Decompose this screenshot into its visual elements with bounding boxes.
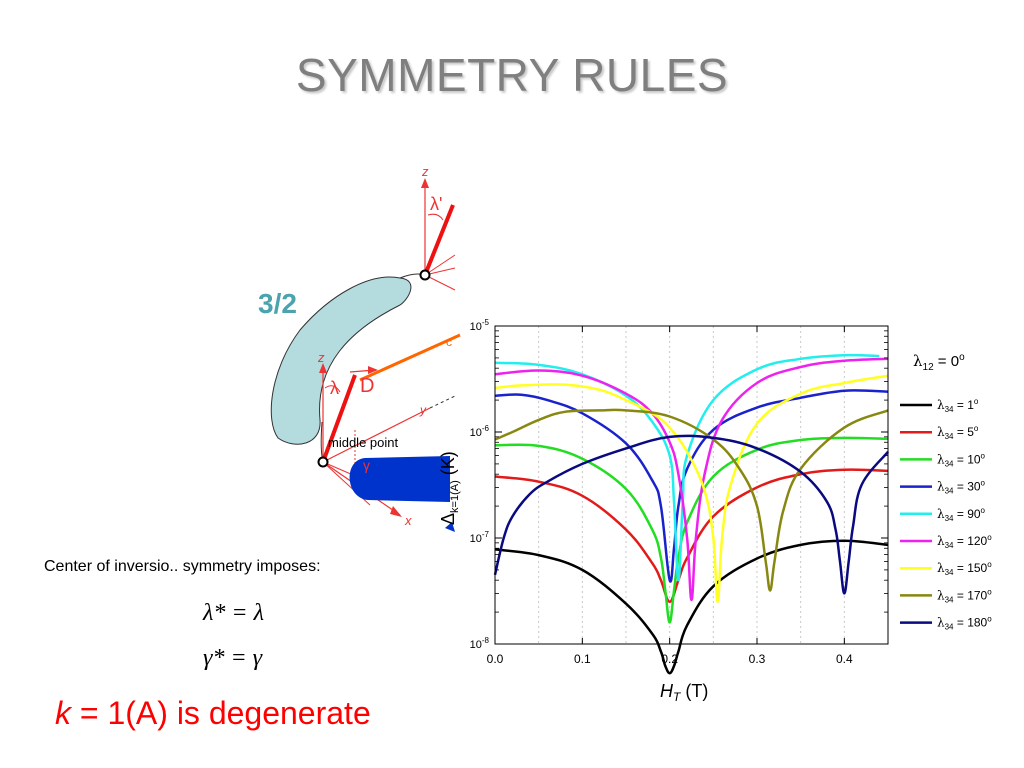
d-vector-arrowhead: [368, 366, 378, 374]
x-tick-label: 0.2: [661, 652, 678, 666]
legend-label: λ34 = 120o: [937, 533, 992, 550]
series-line: [493, 434, 889, 595]
axis-label-z-top: z: [421, 164, 429, 179]
x-axis-label: HT (T): [660, 681, 708, 704]
rod-dark: [349, 456, 450, 502]
degenerate-text: = 1(A) is degenerate: [71, 695, 371, 731]
legend-label: λ34 = 5o: [937, 424, 979, 441]
y-axis-label: Δk=1(A) (K): [438, 451, 461, 525]
top-frame-line: [424, 274, 456, 291]
vector-d-label: D: [360, 375, 374, 397]
top-angle-arc: [427, 213, 444, 221]
top-d-vector: [423, 204, 455, 276]
equation-gamma: γ* = γ: [203, 645, 263, 671]
gamma-label: γ: [363, 457, 370, 473]
series-line: [494, 468, 889, 604]
y-tick-label: 10-6: [470, 424, 490, 439]
top-pivot: [419, 269, 431, 281]
x-tick-label: 0.1: [574, 652, 591, 666]
legend-label: λ34 = 1o: [937, 397, 979, 414]
legend-header: λ12 = 0o: [913, 352, 965, 373]
series-line: [494, 408, 889, 592]
y-tick-label: 10-7: [470, 530, 490, 545]
legend-label: λ34 = 170o: [937, 587, 992, 604]
middle-z-arrowhead: [319, 363, 327, 373]
lambda-arc: [324, 385, 341, 393]
axis-label-x: x: [404, 513, 412, 528]
top-frame-line: [424, 254, 456, 276]
plot-frame: [494, 325, 889, 645]
axis-label-z: z: [317, 350, 325, 365]
top-frame: z λ': [421, 164, 456, 291]
y-tick-label: 10-5: [470, 318, 490, 333]
lambda-prime-label: λ': [430, 194, 442, 214]
legend: λ12 = 0o λ34 = 1o λ34 = 5o λ34 = 10o λ34 = …: [900, 352, 992, 632]
d-vector: [321, 374, 357, 463]
lambda-label: λ: [330, 378, 339, 398]
series-layer: [493, 353, 889, 675]
inversion-text: Center of inversio.. symmetry imposes:: [44, 558, 321, 575]
x-tick-label: 0.0: [487, 652, 504, 666]
x-arrowhead: [390, 506, 402, 517]
rod-fragment: [445, 522, 455, 532]
series-line: [494, 389, 889, 583]
y-axis: [322, 407, 431, 463]
legend-label: λ34 = 180o: [937, 615, 992, 632]
x-tick-label: 0.4: [836, 652, 853, 666]
slide-title: SYMMETRY RULES: [295, 49, 729, 101]
degenerate-statement: k = 1(A) is degenerate: [55, 695, 371, 732]
legend-label: λ34 = 10o: [937, 451, 986, 468]
series-line: [494, 357, 889, 602]
middle-point-label: middle point: [328, 435, 398, 450]
y-tick-label: 10-8: [470, 636, 490, 651]
top-z-arrowhead: [421, 178, 429, 188]
series-line: [494, 374, 889, 604]
rod-diagram: z λ' c z λ D y x γ middle point 3/2: [258, 164, 461, 532]
tick-layer: 0.0 0.1 0.2 0.3 0.4 10-8 10-7 10-6 10-5: [470, 318, 888, 666]
legend-label: λ34 = 150o: [937, 560, 992, 577]
spin-label: 3/2: [258, 288, 297, 319]
series-line: [494, 539, 889, 675]
legend-label: λ34 = 30o: [937, 479, 986, 496]
axis-label-y: y: [419, 403, 427, 417]
k-symbol: k: [55, 695, 71, 731]
rod-light: [270, 276, 412, 445]
middle-pivot: [317, 456, 329, 468]
y-axis-dashed: [429, 395, 456, 409]
orange-vector: [359, 333, 461, 382]
cut-label: c: [446, 335, 452, 349]
series-line: [494, 436, 889, 624]
x-tick-label: 0.3: [749, 652, 766, 666]
equation-lambda: λ* = λ: [203, 600, 264, 626]
legend-label: λ34 = 90o: [937, 506, 986, 523]
